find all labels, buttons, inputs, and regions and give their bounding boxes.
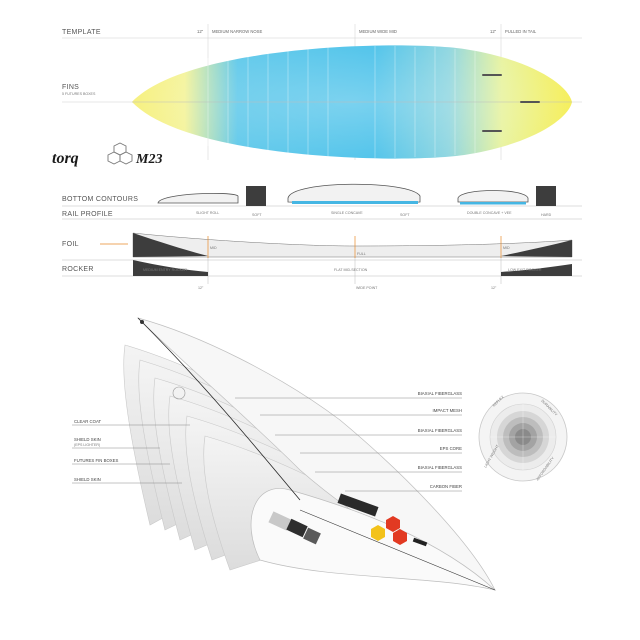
layer-biaxial-1: BIAXIAL FIBERGLASS <box>418 391 462 396</box>
fin-boxes <box>482 74 540 132</box>
rail-profile-label: RAIL PROFILE <box>62 211 113 218</box>
bottom-contours-label: BOTTOM CONTOURS <box>62 196 138 203</box>
rocker-mid-label: FLAT MID-SECTION <box>334 268 368 272</box>
rating-wheel <box>478 392 568 482</box>
rail-soft-right: SOFT <box>400 213 410 217</box>
logo-stamp <box>172 386 186 400</box>
foil-profile <box>132 232 573 258</box>
right-measure: 12" <box>490 29 497 34</box>
rocker-tail-label: LOW EXIT ROCKER <box>508 268 542 272</box>
bottom-left-measure: 12" <box>198 286 204 290</box>
model-logo: M23 <box>135 152 162 167</box>
left-callouts <box>72 424 190 484</box>
construction-layers <box>123 317 497 591</box>
contour-nose-label: SLIGHT ROLL <box>196 211 219 215</box>
rail-hard: HARD <box>541 213 552 217</box>
fin-box-right <box>482 130 502 132</box>
foil-nose-label: MID <box>210 246 217 250</box>
foil-mid-label: FULL <box>357 252 366 256</box>
fins-label: FINS <box>62 84 79 91</box>
tail-annotation: PULLED IN TAIL <box>505 29 537 34</box>
contour-nose <box>157 186 266 206</box>
foil-label: FOIL <box>62 241 79 248</box>
rail-soft-left: SOFT <box>252 213 262 217</box>
layer-clear-coat: CLEAR COAT <box>74 419 102 424</box>
channel-islands-icon <box>107 142 133 165</box>
rocker-label: ROCKER <box>62 266 94 273</box>
fins-sublabel: 5 FUTURES BOXES <box>62 92 96 96</box>
fin-box-left <box>482 74 502 76</box>
right-callouts <box>235 397 462 492</box>
foil-markers <box>207 236 502 258</box>
wide-point-label: WIDE POINT <box>356 286 378 290</box>
layer-shield-skin-top: SHIELD SKIN <box>74 437 101 442</box>
layer-biaxial-3: BIAXIAL FIBERGLASS <box>418 465 462 470</box>
brand-logo: torq M23 <box>52 142 162 167</box>
layer-biaxial-2: BIAXIAL FIBERGLASS <box>418 428 462 433</box>
board-template <box>132 45 572 159</box>
mid-annotation: MEDIUM WIDE MID <box>359 29 397 34</box>
contour-tail-label: DOUBLE CONCAVE + VEE <box>467 211 512 215</box>
contour-tail <box>457 186 556 206</box>
layer-eps-lighter: (EPS LIGHTER) <box>74 443 100 447</box>
rocker-profile <box>133 260 572 276</box>
template-label: TEMPLATE <box>62 29 101 36</box>
torq-logo: torq <box>52 150 79 167</box>
model-decal <box>337 493 379 517</box>
nose-annotation: MEDIUM NARROW NOSE <box>212 29 262 34</box>
layer-eps-core: EPS CORE <box>440 446 462 451</box>
layer-impact-mesh: IMPACT MESH <box>433 408 462 413</box>
foil-tail-label: MID <box>503 246 510 250</box>
fin-box-center <box>520 101 540 103</box>
rocker-nose-label: MEDIUM ENTRY ROCKER <box>143 268 187 272</box>
contour-mid <box>287 183 421 204</box>
layer-carbon-fiber: CARBON FIBER <box>430 484 462 489</box>
layer-shield-skin-bottom: SHIELD SKIN <box>74 477 101 482</box>
contour-mid-label: SINGLE CONCAVE <box>331 211 363 215</box>
bottom-right-measure: 12" <box>491 286 497 290</box>
left-measure: 12" <box>197 29 204 34</box>
layer-futures-fin-boxes: FUTURES FIN BOXES <box>74 458 119 463</box>
